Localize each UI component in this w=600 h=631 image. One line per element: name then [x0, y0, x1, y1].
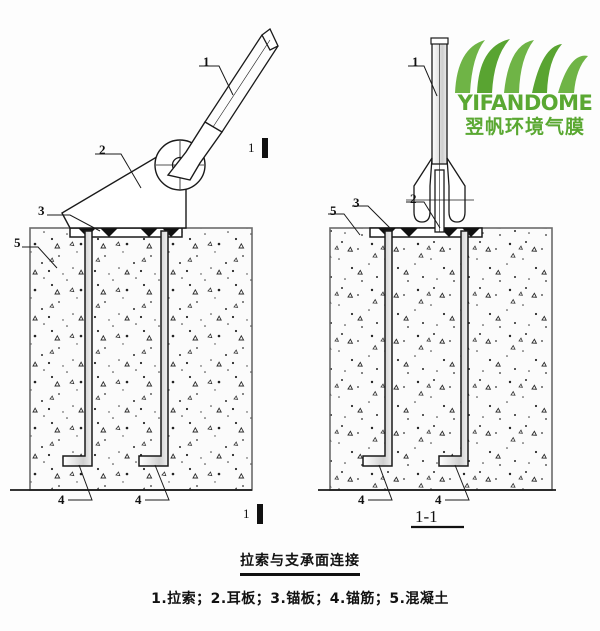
callout-section-4a: 4 — [358, 492, 365, 507]
anchor-bar-section-right — [438, 230, 469, 467]
anchor-bar-section-left — [362, 230, 393, 467]
callout-elevation-1: 1 — [203, 54, 210, 69]
cable-assembly-elevation — [166, 28, 279, 181]
drawing-title: 拉索与支承面连接 — [0, 550, 600, 576]
brand-logo: YIFANDOME 翌帆环境气膜 — [450, 36, 600, 138]
section-marker-bottom: 1 — [243, 504, 263, 524]
drawing-title-text: 拉索与支承面连接 — [240, 550, 360, 576]
anchor-bar-elevation-left — [62, 230, 93, 467]
callout-elevation-2: 2 — [99, 142, 106, 157]
section-marker-top-label: 1 — [248, 140, 255, 155]
callout-elevation-3: 3 — [38, 203, 45, 218]
concrete-block-elevation — [10, 227, 253, 491]
callout-section-1: 1 — [412, 54, 419, 69]
section-marker-bottom-label: 1 — [243, 506, 250, 521]
logo-dome-icon — [455, 39, 588, 93]
section-view-label-text: 1-1 — [415, 507, 438, 526]
logo-name-cn: 翌帆环境气膜 — [464, 116, 585, 138]
elevation-view: 1 2 3 5 4 4 1 1 — [10, 28, 279, 524]
section-view-label: 1-1 — [411, 507, 464, 529]
anchor-bar-elevation-right — [138, 230, 169, 467]
logo-name-en: YIFANDOME — [457, 91, 593, 115]
callout-elevation-5: 5 — [14, 235, 21, 250]
section-1-1-view: 1 2 3 5 4 4 1-1 — [318, 37, 556, 529]
callout-elevation-4b: 4 — [135, 492, 142, 507]
callout-section-3: 3 — [353, 195, 360, 210]
concrete-block-section — [318, 227, 556, 491]
drawing-legend: 1.拉索；2.耳板；3.锚板；4.锚筋；5.混凝土 — [151, 591, 449, 607]
callout-elevation-4a: 4 — [58, 492, 65, 507]
leader-lines-section — [328, 65, 470, 501]
section-marker-top: 1 — [248, 138, 268, 158]
cable-assembly-section — [406, 37, 474, 232]
callout-section-5: 5 — [330, 203, 337, 218]
callout-section-4b: 4 — [435, 492, 442, 507]
callout-section-2: 2 — [410, 191, 417, 206]
leader-lines-elevation — [22, 65, 234, 501]
